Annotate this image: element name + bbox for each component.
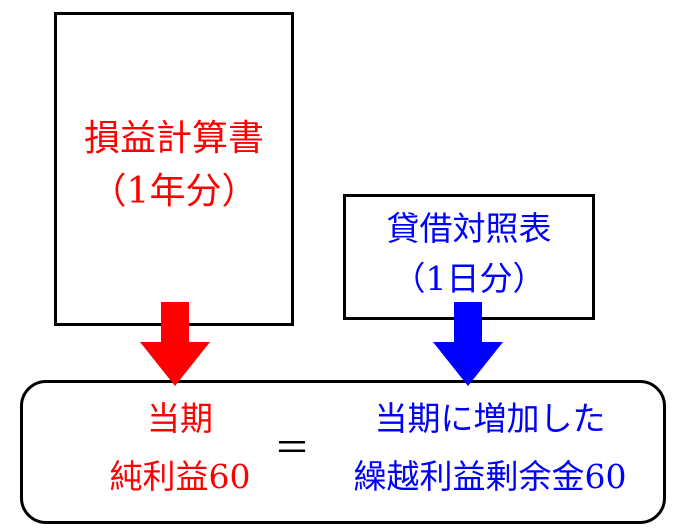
increase-in-period-label: 当期に増加した [374, 399, 606, 438]
current-period-label: 当期 [147, 399, 213, 438]
retained-earnings-label: 繰越利益剰余金60 [353, 457, 627, 496]
income-statement-title: 損益計算書 [83, 118, 264, 159]
balance-sheet-title: 貸借対照表 [386, 209, 552, 248]
income-statement-box [54, 12, 294, 326]
balance-sheet-period: （1日分） [392, 259, 546, 298]
blue-down-arrow-icon [433, 302, 503, 386]
equals-sign: ＝ [273, 428, 310, 469]
red-down-arrow-icon [140, 302, 210, 386]
equation-box [20, 380, 666, 524]
income-statement-period: （1年分） [90, 171, 258, 212]
balance-sheet-box [343, 194, 595, 320]
net-income-label: 純利益60 [109, 457, 251, 496]
